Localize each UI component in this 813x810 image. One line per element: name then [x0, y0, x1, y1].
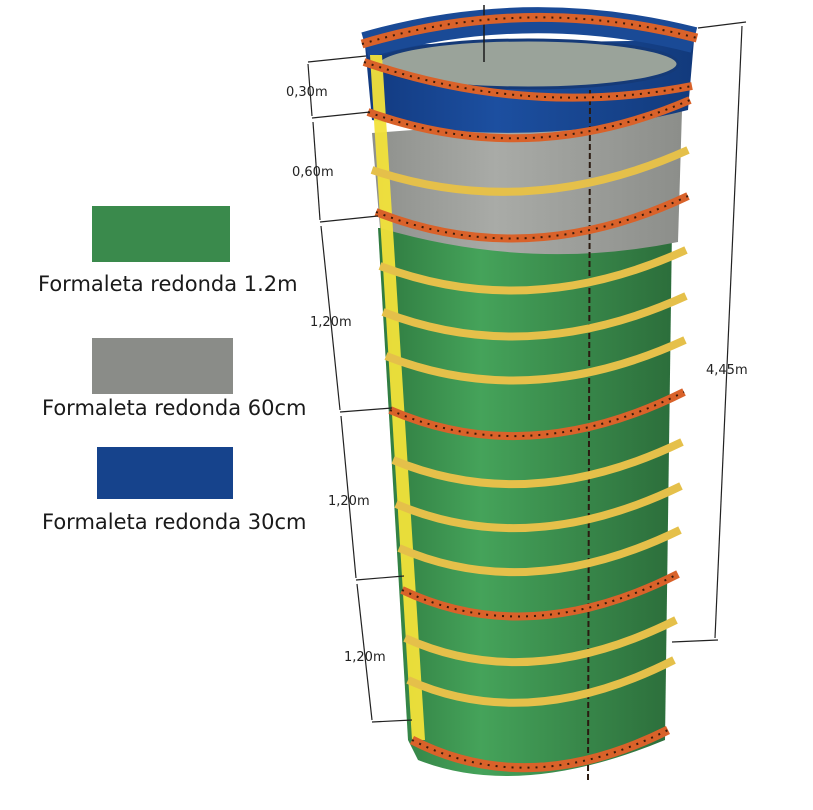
dim-label-total: 4,45m [706, 363, 748, 378]
legend-label-60cm: Formaleta redonda 60cm [42, 396, 307, 420]
dim-label-120-b: 1,20m [328, 494, 370, 509]
dim-label-120-a: 1,20m [310, 315, 352, 330]
legend-label-30cm: Formaleta redonda 30cm [42, 510, 307, 534]
legend-swatch-green [92, 206, 230, 262]
legend-label-1-2m: Formaleta redonda 1.2m [38, 272, 298, 296]
vertical-seam-line [587, 89, 591, 781]
dim-label-60: 0,60m [292, 165, 334, 180]
dim-label-120-c: 1,20m [344, 650, 386, 665]
legend-swatch-gray [92, 338, 233, 394]
flange-rings [366, 96, 692, 773]
gray-formwork-body [372, 110, 682, 255]
dim-label-top-30: 0,30m [286, 85, 328, 100]
green-formwork-body [378, 228, 672, 776]
left-seam-strip [370, 55, 425, 740]
dimension-lines [307, 21, 747, 723]
legend-swatch-blue [97, 447, 233, 499]
